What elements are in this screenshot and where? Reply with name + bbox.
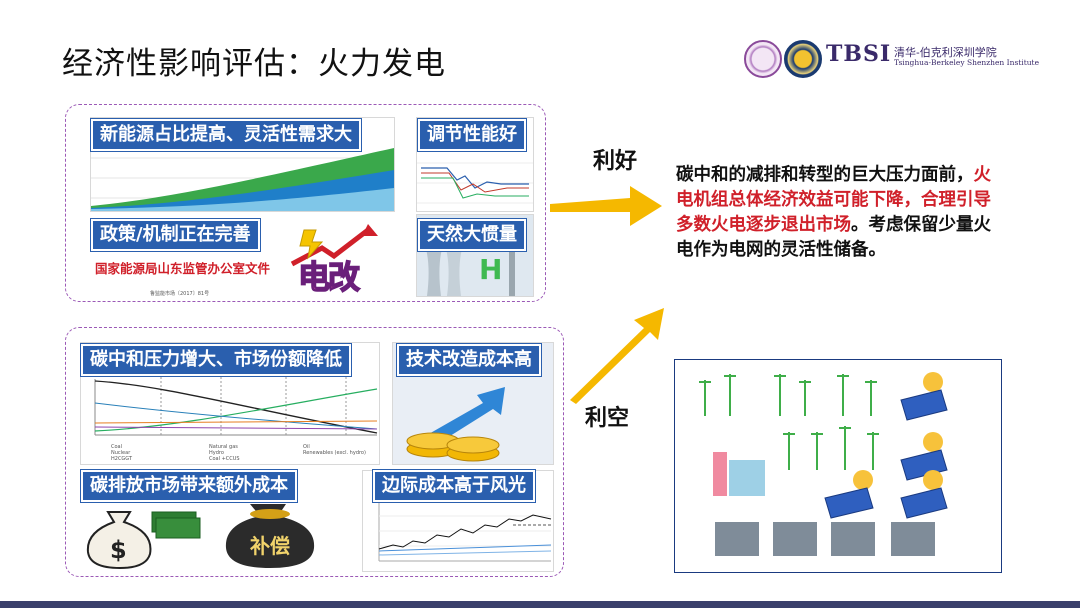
panel-label-carbon-market: 碳排放市场带来额外成本 — [81, 470, 297, 502]
wind-solar-storage-icon — [699, 372, 948, 556]
panel-label-inertia: 天然大惯量 — [418, 219, 526, 251]
panel-label-policy: 政策/机制正在完善 — [91, 219, 260, 251]
legend-coal-ccus: Coal +CCUS — [209, 456, 240, 462]
compensation-bag-icon — [225, 504, 315, 568]
conclusion-text: 碳中和的减排和转型的巨大压力面前，火电机组总体经济效益可能下降，合理引导多数火电… — [676, 163, 1006, 263]
panel-label-retrofit-cost: 技术改造成本高 — [397, 344, 541, 376]
compensation-badge: 补偿 — [250, 534, 290, 558]
pros-label: 利好 — [593, 149, 638, 174]
legend-oil: Oil — [303, 444, 310, 450]
conclusion-part-1: 碳中和的减排和转型的巨大压力面前， — [676, 165, 974, 185]
renewable-area-chart — [91, 148, 394, 211]
power-reform-badge: 电改 — [297, 257, 361, 297]
tbsi-logo-text: TBSI — [826, 41, 892, 67]
pros-arrow-icon — [550, 186, 662, 226]
arrows — [550, 186, 664, 404]
pros-group — [65, 104, 546, 302]
legend-renewables: Renewables (excl. hydro) — [303, 450, 366, 456]
regulation-line-chart — [417, 162, 533, 204]
legend-natural-gas: Natural gas — [209, 444, 238, 450]
institute-en-name: Tsinghua-Berkeley Shenzhen Institute — [894, 58, 1040, 67]
policy-document-number: 鲁监能市场〔2017〕81号 — [150, 291, 210, 297]
page-title: 经济性影响评估：火力发电 — [62, 46, 446, 82]
cons-group — [65, 327, 564, 577]
tsinghua-seal-icon — [744, 40, 782, 78]
panel-label-renewable-share: 新能源占比提高、灵活性需求大 — [91, 119, 361, 151]
compensation-bag-graphic: 补偿 — [216, 500, 326, 570]
power-reform-arrow-icon — [290, 224, 378, 267]
institute-cn-name: 清华-伯克利深圳学院 — [894, 46, 997, 59]
panel-label-marginal-cost: 边际成本高于风光 — [373, 470, 535, 502]
svg-text:$: $ — [110, 536, 127, 564]
cons-arrow-icon — [570, 308, 664, 404]
money-bag-icon: $ — [86, 511, 201, 570]
renewable-energy-illustration — [674, 359, 1002, 573]
legend-h2cggt: H2CGGT — [111, 456, 133, 462]
footer-bar — [0, 601, 1080, 608]
berkeley-seal-icon — [784, 40, 822, 78]
legend-coal: Coal — [111, 444, 123, 450]
cons-label: 利空 — [585, 406, 630, 431]
power-reform-graphic: 电改 — [282, 222, 392, 297]
legend-hydro: Hydro — [209, 450, 224, 456]
conclusion-part-2: 。考虑保留少量火电作为电网的灵活性储备。 — [676, 215, 991, 260]
panel-label-market-share: 碳中和压力增大、市场份额降低 — [81, 344, 351, 376]
panel-label-regulation: 调节性能好 — [418, 119, 526, 151]
money-bag-graphic: $ — [80, 498, 212, 570]
conclusion-highlight: 火电机组总体经济效益可能下降，合理引导多数火电逐步退出市场 — [676, 165, 991, 235]
hydrogen-badge: H — [479, 253, 503, 286]
legend-nuclear: Nuclear — [111, 450, 131, 456]
policy-document-title: 国家能源局山东监管办公室文件 — [95, 261, 271, 276]
